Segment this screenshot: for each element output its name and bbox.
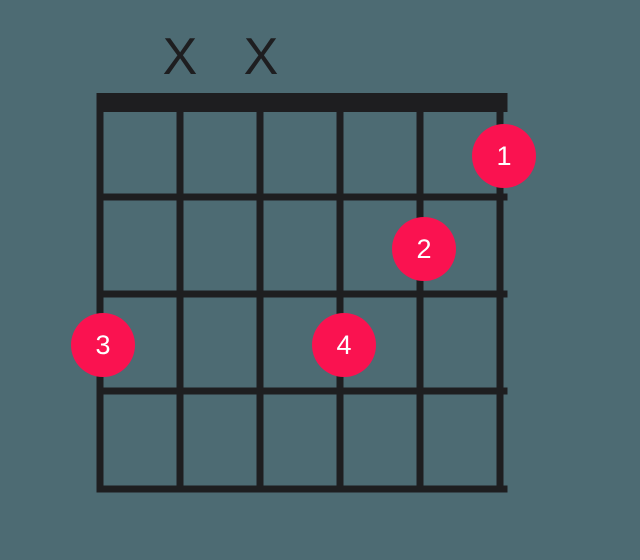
string-line-6: [496, 93, 504, 493]
finger-dot-2[interactable]: 2: [392, 217, 456, 281]
fret-line-1: [96, 193, 508, 201]
finger-dot-3[interactable]: 3: [71, 313, 135, 377]
string-line-3: [256, 93, 264, 493]
mute-marker-string-3: X: [243, 28, 279, 86]
finger-dot-label: 2: [416, 233, 432, 264]
string-line-5: [416, 93, 424, 493]
finger-dot-label: 4: [336, 329, 352, 360]
string-line-2: [176, 93, 184, 493]
string-line-1: [96, 93, 104, 493]
finger-dot-1[interactable]: 1: [472, 124, 536, 188]
fret-line-3: [96, 387, 508, 395]
fret-line-4: [96, 485, 508, 493]
string-line-4: [336, 93, 344, 493]
finger-dot-label: 1: [496, 140, 512, 171]
fret-line-2: [96, 290, 508, 298]
mute-marker-string-2: X: [162, 28, 198, 86]
finger-dot-4[interactable]: 4: [312, 313, 376, 377]
nut-bar: [96, 93, 508, 112]
finger-dot-label: 3: [95, 329, 111, 360]
